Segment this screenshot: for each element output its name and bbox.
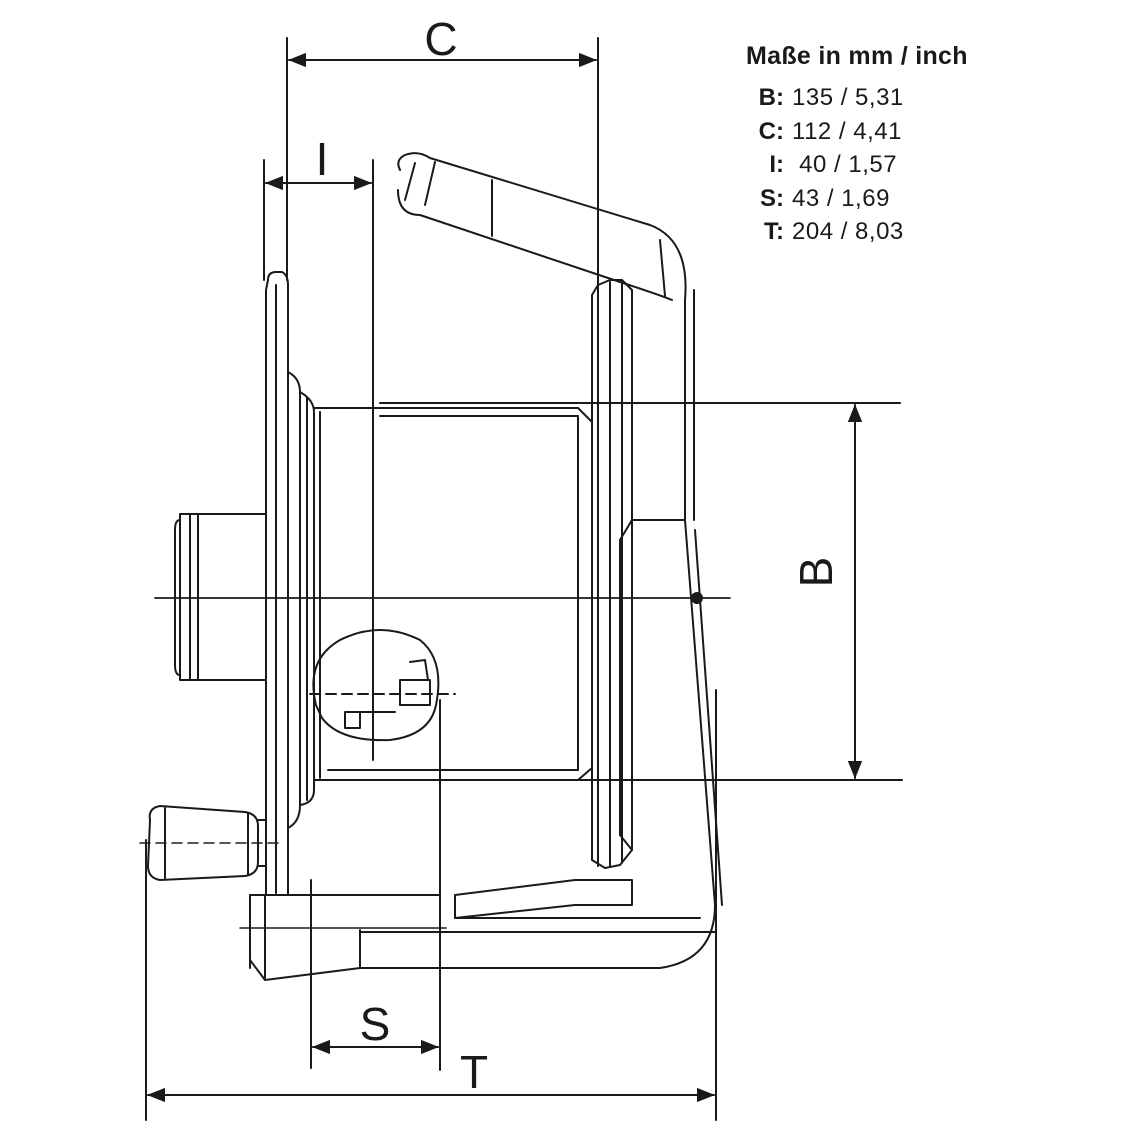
carry-handle — [397, 152, 695, 521]
legend-value: 40 / 1,57 — [792, 151, 898, 178]
dimension-c — [286, 37, 599, 286]
legend-row-c: C: 112 / 4,41 — [746, 115, 968, 149]
right-flange — [591, 279, 633, 869]
label-s: S — [360, 998, 391, 1050]
legend-key: B: — [758, 84, 784, 111]
measurements-legend: Maße in mm / inch B: 135 / 5,31 C: 112 / 4… — [746, 42, 968, 249]
legend-row-b: B: 135 / 5,31 — [746, 81, 968, 115]
left-flange — [265, 271, 315, 896]
drum-body — [313, 407, 593, 781]
reel-frame — [249, 519, 723, 981]
label-c: C — [424, 13, 457, 65]
label-i: I — [316, 133, 329, 185]
dimension-b — [379, 402, 903, 781]
legend-value: 43 / 1,69 — [792, 184, 890, 212]
legend-value: 204 / 8,03 — [792, 218, 904, 245]
left-hub — [174, 513, 267, 681]
legend-key: T: — [764, 218, 784, 245]
legend-row-i: I: 40 / 1,57 — [746, 148, 968, 182]
legend-key: C: — [758, 117, 784, 145]
legend-title: Maße in mm / inch — [746, 42, 968, 70]
label-t: T — [460, 1046, 488, 1098]
legend-row-s: S: 43 / 1,69 — [746, 182, 968, 216]
legend-key: I: — [769, 151, 784, 178]
legend-key: S: — [760, 184, 784, 212]
legend-value: 135 / 5,31 — [792, 84, 904, 111]
socket-cutaway — [309, 629, 456, 742]
legend-row-t: T: 204 / 8,03 — [746, 215, 968, 249]
legend-value: 112 / 4,41 — [792, 117, 902, 145]
dimension-i — [263, 159, 374, 761]
crank-grip — [139, 805, 281, 881]
label-b: B — [790, 557, 842, 588]
